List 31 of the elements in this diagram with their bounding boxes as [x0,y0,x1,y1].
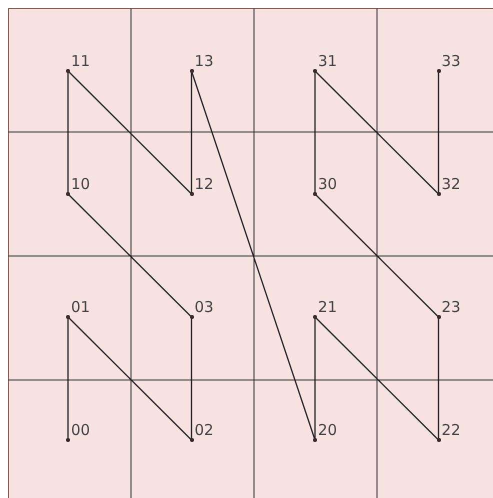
point-label: 22 [442,422,461,438]
point-label: 00 [71,422,90,438]
point-label: 01 [71,299,90,315]
curve-segment [314,71,316,194]
point-label: 12 [194,176,214,192]
curve-segment [314,316,439,440]
point-label: 21 [318,299,338,315]
curve-segment [68,316,192,440]
curve-segment [68,70,192,194]
curve-segment [314,194,439,318]
point-label: 20 [318,422,338,438]
curve-segment [190,71,192,194]
curve-segment [67,71,69,194]
point-label: 11 [71,53,90,69]
curve-segment [314,70,439,194]
point-label: 31 [318,53,338,69]
point-label: 02 [194,422,214,438]
curve-segment [314,317,316,440]
point-label: 23 [442,299,461,315]
point-label: 10 [71,176,90,192]
curve-segment [438,71,440,194]
curve-segment [67,317,69,440]
point-label: 30 [318,176,338,192]
curve-segment [438,317,440,440]
curve-segment [190,317,192,440]
point-label: 13 [194,53,214,69]
point-label: 03 [194,299,214,315]
point-label: 33 [442,53,461,69]
curve-segment [68,194,192,318]
curve-segment [190,70,316,440]
point-label: 32 [442,176,461,192]
